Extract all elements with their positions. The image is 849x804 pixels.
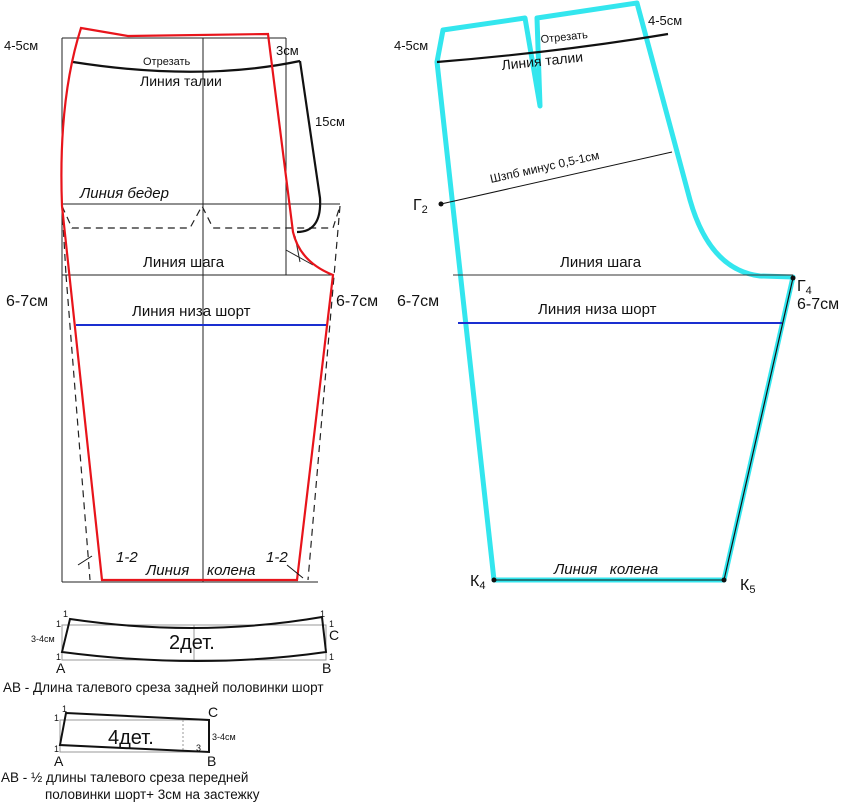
hem-line-label: Линия низа шорт xyxy=(132,303,251,320)
crotch-line-label: Линия шага xyxy=(143,254,225,271)
g4-label: Г4 xyxy=(797,278,812,297)
seam-left-label: 4-5см xyxy=(394,38,428,53)
point-a: A xyxy=(54,753,64,769)
front-piece: 4-5см 4-5см Отрезать Линия талии Шзпб ми… xyxy=(394,0,839,596)
front-waistband: 4дет. 3-4см 1 1 1 3 C A B АВ - ½ длины т… xyxy=(1,704,260,802)
crotch-line-label: Линия шага xyxy=(560,254,642,271)
knee-line-label: Линия колена xyxy=(553,561,658,578)
waist-line xyxy=(436,32,669,64)
knee-line-label-1: Линия xyxy=(145,562,189,579)
fly-offset-label: 3см xyxy=(276,43,299,58)
mark-1: 1 xyxy=(54,713,59,723)
waist-line-label: Линия талии xyxy=(140,73,222,89)
cut-off-label: Отрезать xyxy=(143,56,191,68)
waistband-back-height: 3-4см xyxy=(31,634,55,644)
hip-line-label: Линия бедер xyxy=(79,185,169,202)
point-a: A xyxy=(56,660,66,676)
cut-off-label: Отрезать xyxy=(540,29,589,46)
fly-extension xyxy=(296,60,322,234)
point-c: C xyxy=(329,627,339,643)
side-right-label: 6-7см xyxy=(336,293,378,310)
mark-1: 1 xyxy=(320,609,325,619)
mark-1: 1 xyxy=(56,652,61,662)
waistband-front-height: 3-4см xyxy=(212,732,236,742)
side-left-label: 6-7см xyxy=(6,293,48,310)
point-g4 xyxy=(790,275,796,281)
point-c: C xyxy=(208,704,218,720)
hip-width-line xyxy=(440,151,673,205)
point-k5 xyxy=(721,577,727,583)
waist-line-label: Линия талии xyxy=(501,49,584,73)
mark-1: 1 xyxy=(329,652,334,662)
knee-right-label: 1-2 xyxy=(266,549,288,566)
back-piece: 4-5см Отрезать Линия талии 3см 15см Лини… xyxy=(4,26,378,583)
mark-1: 1 xyxy=(54,744,59,754)
back-waistband: 2дет. 3-4см 1 1 1 1 1 1 C A B АВ - Длина… xyxy=(3,609,339,695)
point-b: B xyxy=(322,660,331,676)
waistband-front-count: 4дет. xyxy=(108,727,154,749)
hem-line-label: Линия низа шорт xyxy=(538,301,657,318)
mark-3: 3 xyxy=(196,743,201,753)
waistband-back-caption: АВ - Длина талевого среза задней половин… xyxy=(3,680,324,695)
waistband-front-caption-1: АВ - ½ длины талевого среза передней xyxy=(1,770,248,785)
k4-label: К4 xyxy=(470,573,485,592)
g2-label: Г2 xyxy=(413,197,428,216)
seam-allowance-label: 4-5см xyxy=(4,38,38,53)
knee-line-label-2: колена xyxy=(207,562,256,579)
waist-line xyxy=(72,59,301,73)
front-outline xyxy=(434,0,796,583)
side-left-label: 6-7см xyxy=(397,293,439,310)
knee-left-label: 1-2 xyxy=(116,549,138,566)
seam-right-label: 4-5см xyxy=(648,13,682,28)
back-outline xyxy=(60,26,335,582)
waistband-front-caption-2: половинки шорт+ 3см на застежку xyxy=(45,787,260,802)
dashed-lines xyxy=(61,204,341,581)
point-b: B xyxy=(207,753,216,769)
fly-length-label: 15см xyxy=(315,114,345,129)
side-right-label: 6-7см xyxy=(797,296,839,313)
k5-label: К5 xyxy=(740,577,755,596)
mark-1: 1 xyxy=(62,704,67,714)
point-k4 xyxy=(491,577,497,583)
mark-1: 1 xyxy=(329,619,334,629)
mark-1: 1 xyxy=(63,609,68,619)
mark-1: 1 xyxy=(56,619,61,629)
point-g2 xyxy=(438,201,444,207)
waistband-back-count: 2дет. xyxy=(169,632,215,654)
